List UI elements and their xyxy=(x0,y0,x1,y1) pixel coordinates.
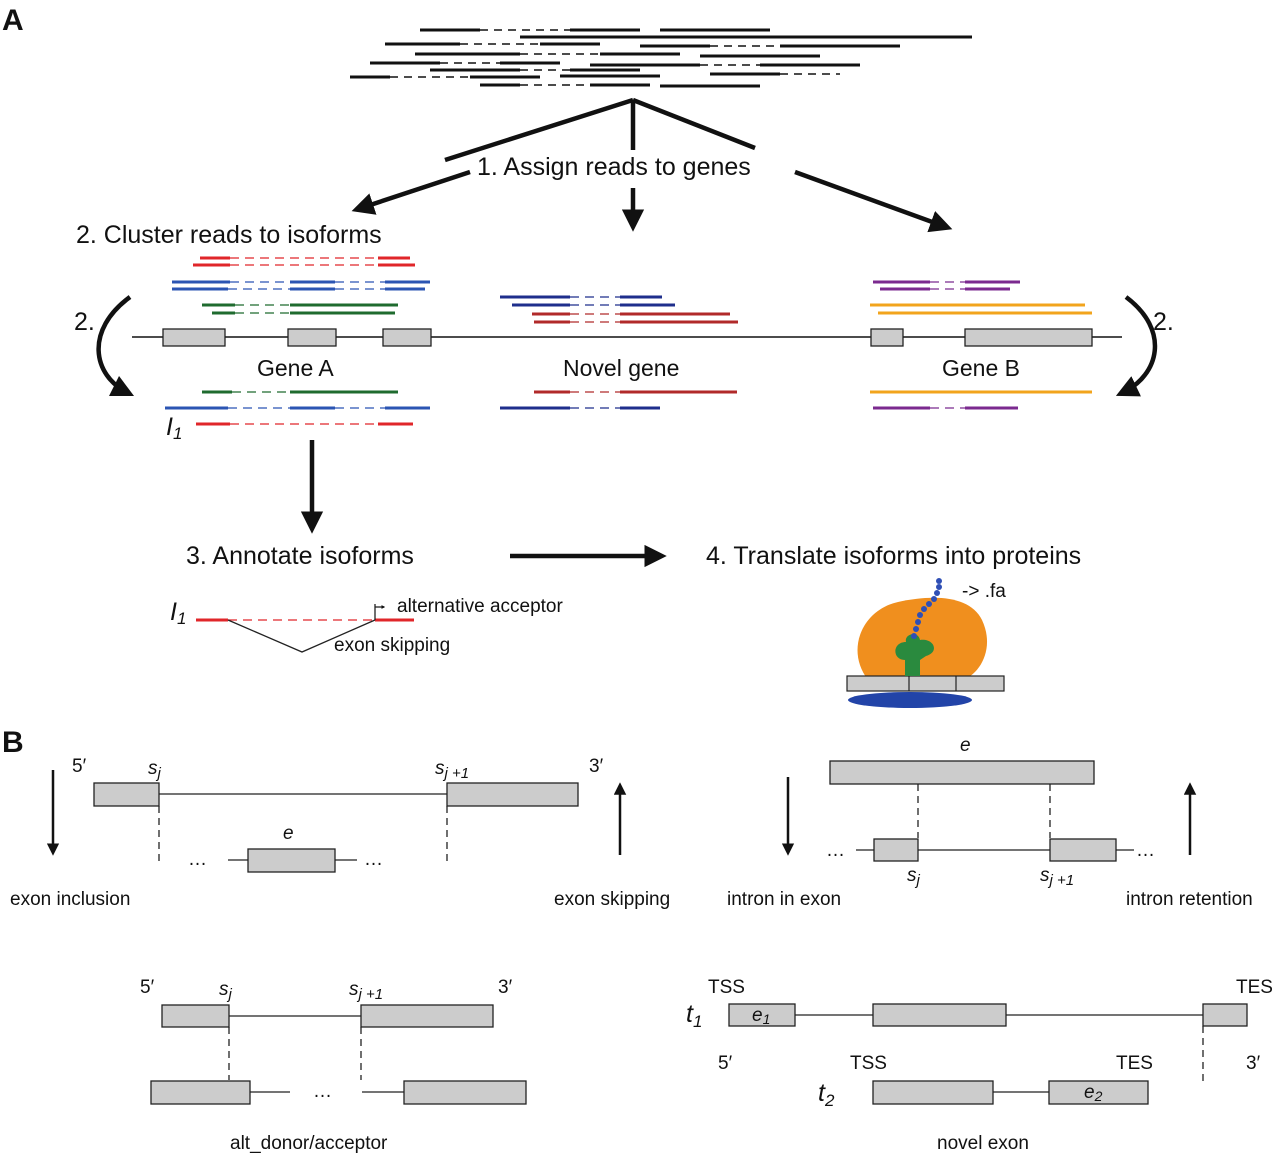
b3-dots: … xyxy=(313,1081,332,1102)
b2-e-label: e xyxy=(960,735,971,756)
alt-donor-acceptor-diagram xyxy=(161,1004,494,1080)
exon-skipping-label: exon skipping xyxy=(554,889,670,910)
b2-sj1-label: sj +1 xyxy=(1040,865,1074,889)
clustered-isoforms xyxy=(165,390,1092,426)
t1-label: t1 xyxy=(686,1000,702,1031)
b4-five-prime: 5′ xyxy=(718,1053,733,1074)
b1-five-prime: 5′ xyxy=(72,756,87,777)
b1-three-prime: 3′ xyxy=(589,756,604,777)
novel-gene-reads xyxy=(500,295,738,324)
assign-fan-lines xyxy=(444,97,756,163)
ribosome-body xyxy=(857,597,988,680)
novel-exon-label: novel exon xyxy=(937,1133,1029,1154)
peptide-chain xyxy=(911,578,942,639)
mrna-subunit-blob xyxy=(848,692,972,708)
b3-sj1-label: sj +1 xyxy=(349,979,383,1003)
b2-dots-left: … xyxy=(826,840,845,861)
alt-donor-acceptor-visible-bottom xyxy=(150,1080,527,1105)
panel-a-label: A xyxy=(2,4,24,37)
step-3-text: 3. Annotate isoforms xyxy=(186,542,414,570)
exon-inclusion-label: exon inclusion xyxy=(10,889,130,910)
ribosome-illustration xyxy=(846,578,1005,708)
fasta-output-label: -> .fa xyxy=(962,581,1006,602)
gene-b-label: Gene B xyxy=(942,355,1020,381)
mrna-strip xyxy=(846,675,1005,692)
b1-sj1-label: sj +1 xyxy=(435,758,469,782)
genome-track xyxy=(132,328,1122,347)
t1-tss-label: TSS xyxy=(708,977,745,998)
panel-b-label: B xyxy=(2,726,24,759)
step-2-left-mark: 2. xyxy=(74,308,95,336)
step-2-right-mark: 2. xyxy=(1153,308,1174,336)
b3-five-prime: 5′ xyxy=(140,977,155,998)
b2-dots-right: … xyxy=(1136,840,1155,861)
b1-dots-left: … xyxy=(188,849,207,870)
intron-retention-diagram xyxy=(781,760,1197,862)
step-2-text: 2. Cluster reads to isoforms xyxy=(76,221,382,249)
alt-donor-acceptor-label: alt_donor/acceptor xyxy=(230,1133,388,1154)
intron-retention-label: intron retention xyxy=(1126,889,1253,910)
b3-three-prime: 3′ xyxy=(498,977,513,998)
gene-a-label: Gene A xyxy=(257,355,334,381)
e2-label: e2 xyxy=(1084,1082,1103,1104)
t2-label: t2 xyxy=(818,1079,835,1110)
gene-a-reads xyxy=(172,256,430,315)
b1-e-label: e xyxy=(283,823,294,844)
intron-in-exon-label: intron in exon xyxy=(727,889,841,910)
e1-label: e1 xyxy=(752,1005,770,1027)
t2-tss-label: TSS xyxy=(850,1053,887,1074)
novel-gene-label: Novel gene xyxy=(563,355,679,381)
raw-reads xyxy=(350,28,972,88)
b1-sj-label: sj xyxy=(148,758,162,782)
b3-sj-label: sj xyxy=(219,979,233,1003)
novel-exon-diagram xyxy=(728,1003,1248,1105)
t1-tes-label: TES xyxy=(1236,977,1273,998)
exon-skipping-annotation: exon skipping xyxy=(334,635,450,656)
annotated-isoform xyxy=(196,604,414,653)
assign-arrows xyxy=(351,169,953,233)
gene-b-reads xyxy=(870,280,1092,315)
step-4-text: 4. Translate isoforms into proteins xyxy=(706,542,1081,570)
alternative-acceptor-label: alternative acceptor xyxy=(397,596,563,617)
step-1-text: 1. Assign reads to genes xyxy=(477,153,751,181)
cluster-curved-arrows xyxy=(96,295,1158,397)
b4-three-prime: 3′ xyxy=(1246,1053,1261,1074)
exon-skipping-diagram xyxy=(46,770,627,873)
trna-shape xyxy=(895,634,934,676)
annotated-i1-label: I1 xyxy=(170,598,186,628)
b2-sj-label: sj xyxy=(907,865,921,889)
t2-tes-label: TES xyxy=(1116,1053,1153,1074)
isoform-i1-label: I1 xyxy=(166,413,182,443)
b1-dots-right: … xyxy=(364,849,383,870)
